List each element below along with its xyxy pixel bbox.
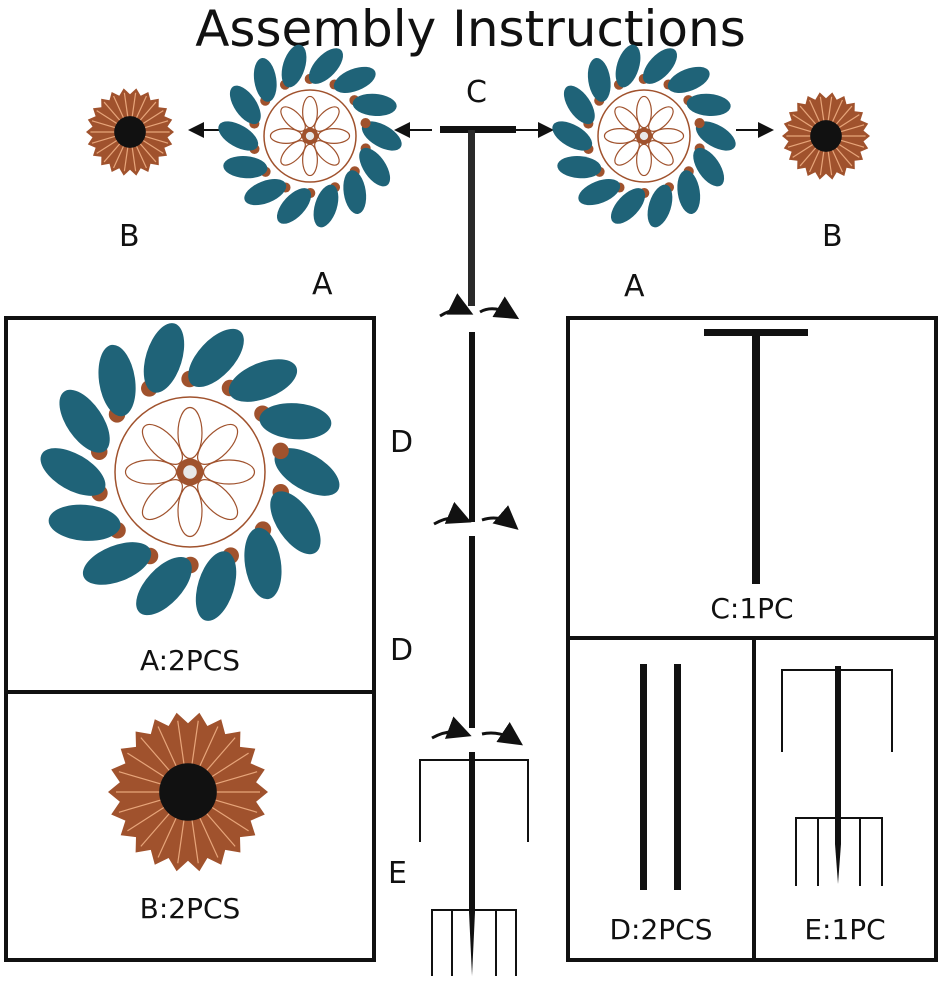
part-b-cup — [108, 712, 268, 872]
stake-e — [419, 752, 529, 976]
top-t-bar — [440, 126, 516, 306]
twist-arrow-icon — [431, 293, 523, 746]
part-c-t-bar — [704, 329, 808, 584]
pole-d-upper — [469, 332, 475, 522]
label-a-left: A — [312, 267, 333, 302]
cup-b-left — [86, 88, 174, 176]
part-c-caption: C:1PC — [710, 592, 794, 625]
label-d-lower: D — [390, 633, 414, 668]
spinner-a-left — [218, 44, 402, 228]
cup-b-right — [782, 92, 870, 180]
label-c: C — [466, 75, 487, 110]
page-title: Assembly Instructions — [195, 0, 746, 58]
part-d-caption: D:2PCS — [609, 913, 713, 946]
label-a-right: A — [624, 269, 645, 304]
part-d-poles — [640, 664, 681, 890]
label-b-right: B — [822, 219, 843, 254]
part-e-box — [752, 636, 938, 962]
spinner-a-right — [552, 44, 736, 228]
label-b-left: B — [119, 219, 140, 254]
part-b-box — [4, 690, 376, 962]
part-a-spinner — [40, 323, 340, 621]
part-b-caption: B:2PCS — [139, 892, 241, 925]
label-e: E — [388, 856, 407, 891]
part-a-caption: A:2PCS — [139, 644, 241, 677]
pole-d-lower — [469, 536, 475, 728]
part-e-stake — [781, 666, 893, 886]
label-d-upper: D — [390, 425, 414, 460]
part-e-caption: E:1PC — [804, 913, 886, 946]
